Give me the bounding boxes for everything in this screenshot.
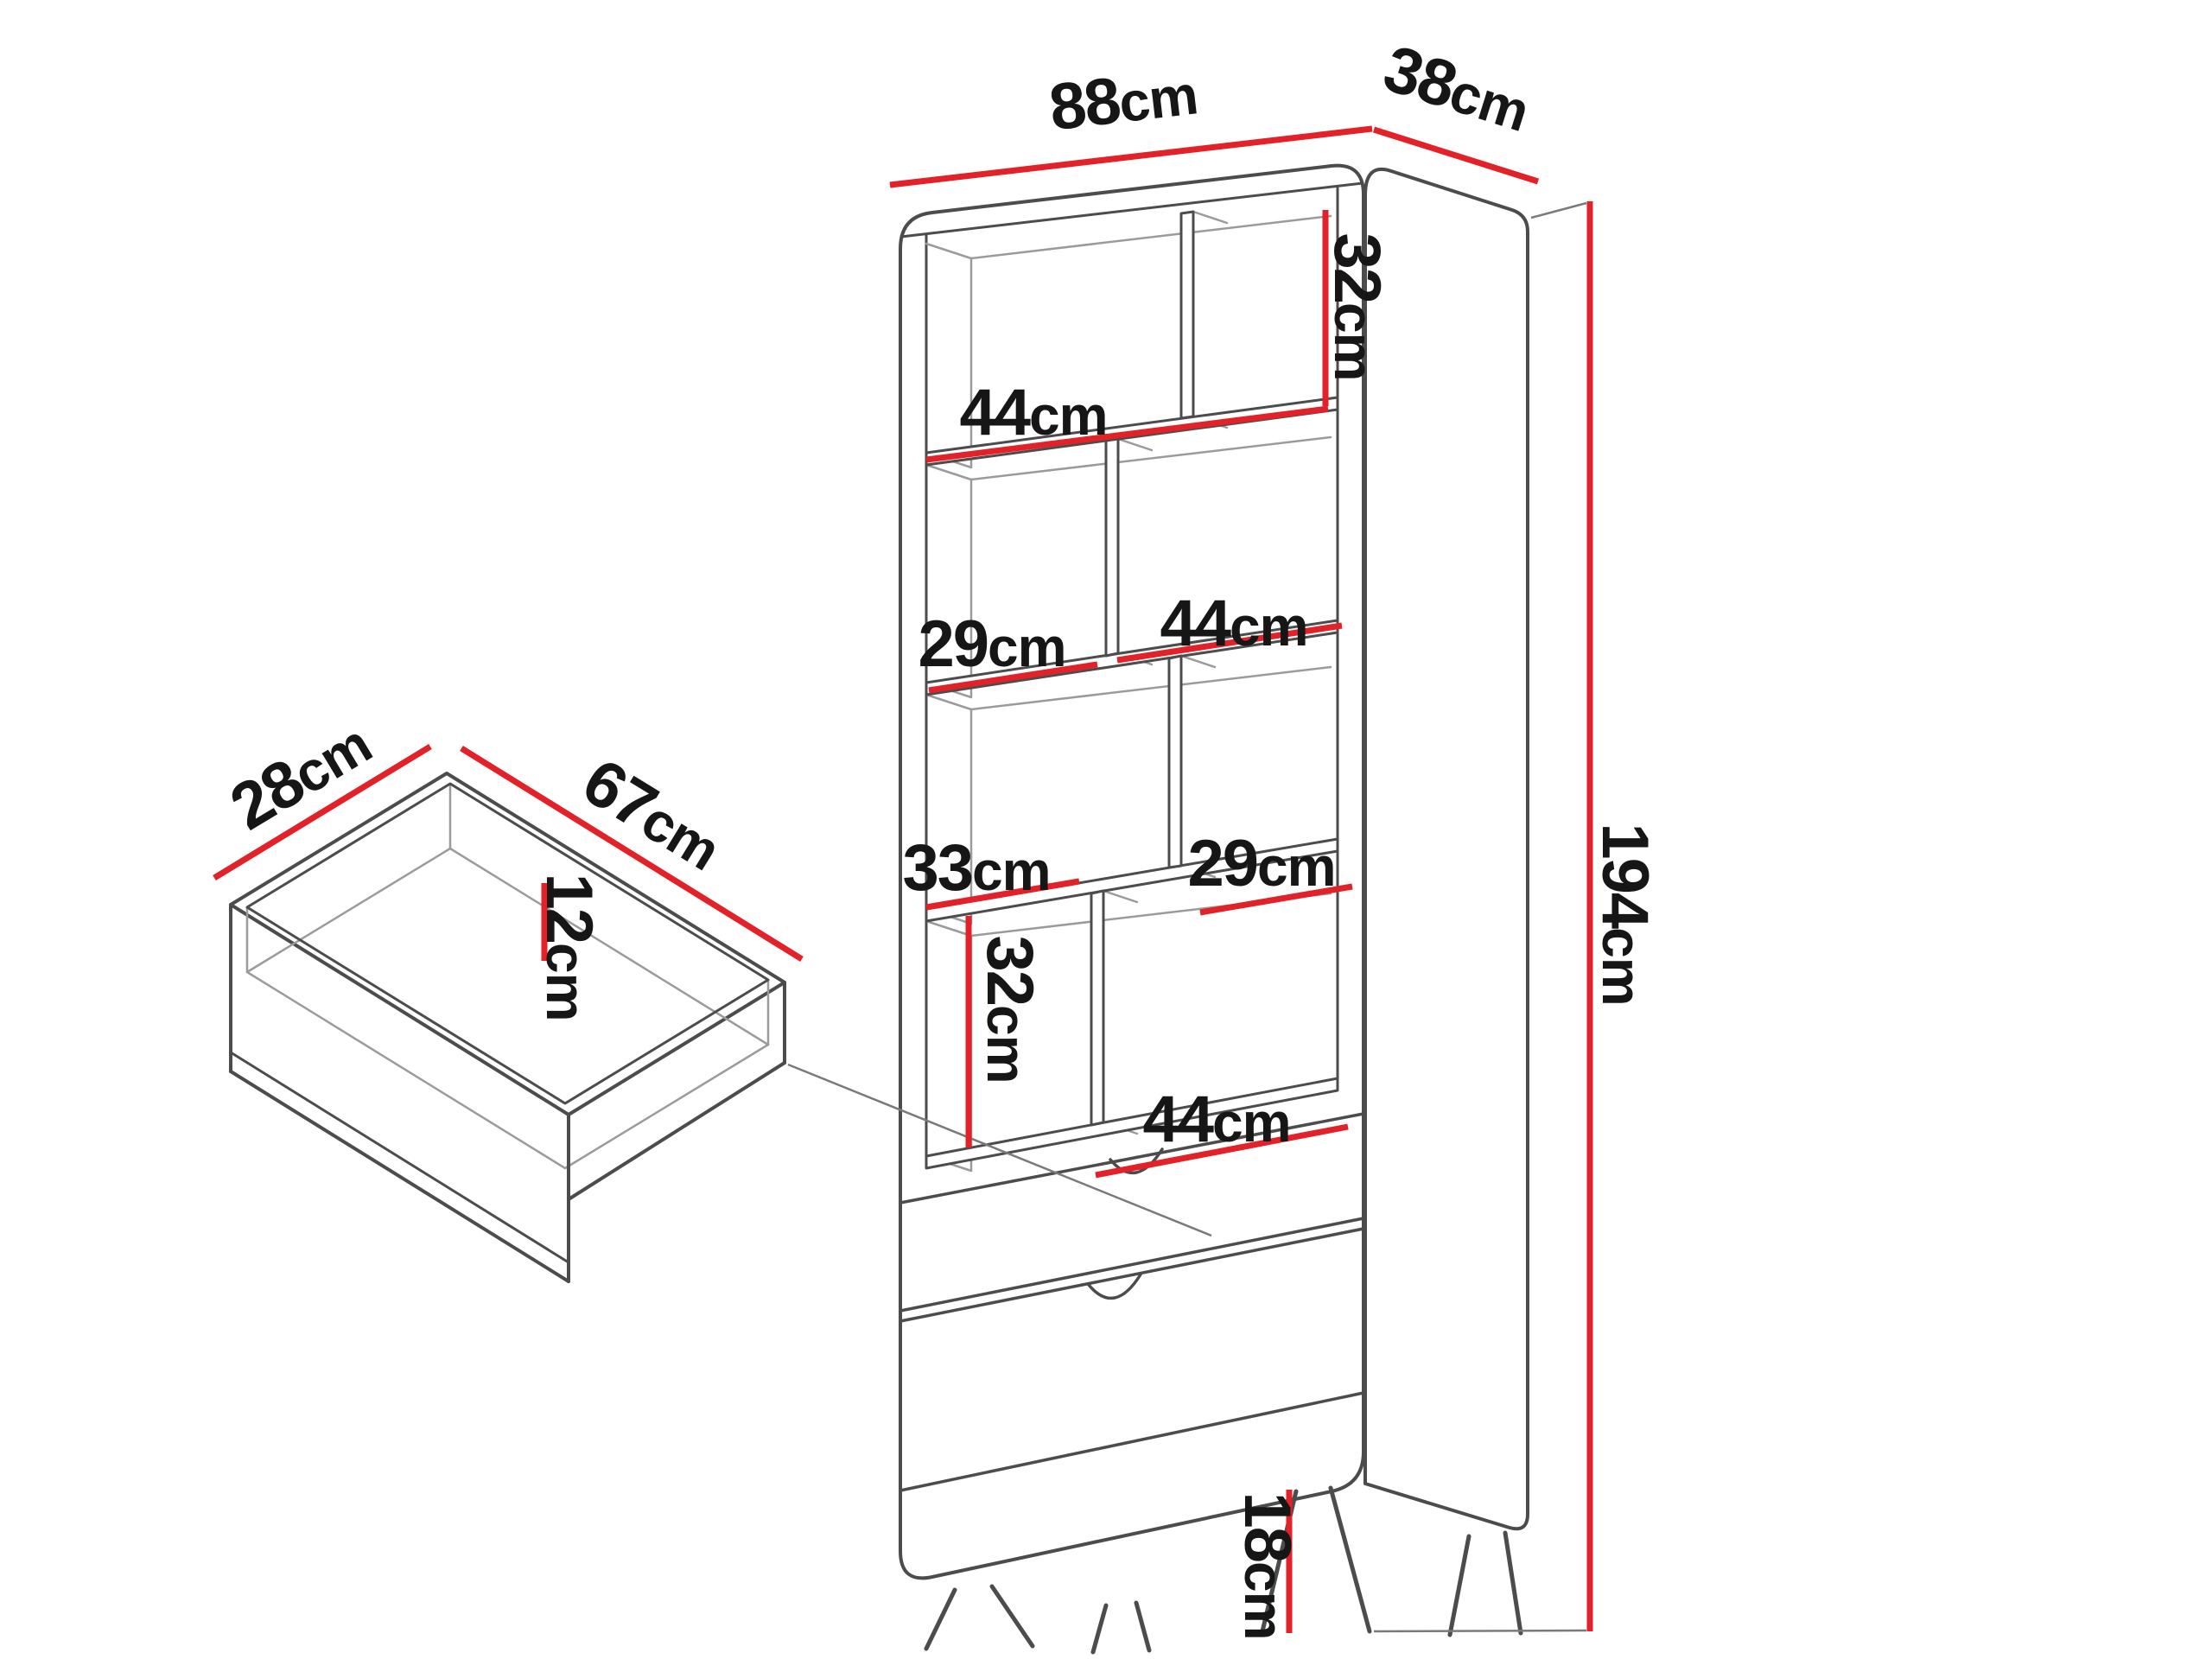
dim-row4-height-label: 32cm — [973, 935, 1046, 1084]
dim-row2-right-width-value: 44 — [1160, 587, 1231, 660]
dim-row3-right-width-label: 29cm — [1187, 831, 1336, 898]
dim-line-top-left-width — [925, 405, 1329, 463]
divider — [1090, 889, 1105, 1127]
leg-back-left — [1090, 1600, 1152, 1655]
leader-height-bottom — [1373, 1629, 1587, 1633]
drawer-handle-notch — [1087, 1273, 1142, 1300]
bookcase-drawing — [899, 163, 1529, 1655]
dim-row4-width-value: 44 — [1142, 1083, 1214, 1156]
bookcase-side-panel — [1363, 168, 1529, 1531]
leader-drawer-to-cabinet — [787, 1063, 1212, 1237]
dim-line-row4-width — [1095, 1123, 1349, 1179]
dim-line-row2-right-width — [1116, 622, 1343, 664]
drawer-front-panel-bottom — [229, 1070, 570, 1283]
leg-front-left — [924, 1584, 1035, 1651]
dim-line-drawer-width — [213, 744, 432, 880]
dim-row4-width-unit: cm — [1212, 1091, 1291, 1154]
shelf — [925, 837, 1339, 923]
dim-line-depth — [1372, 126, 1540, 185]
dim-leg-height-value: 18 — [1230, 1491, 1304, 1562]
drawer-seam — [899, 1391, 1365, 1492]
top-panel-edge — [899, 181, 1364, 238]
bookcase-front-panel — [899, 163, 1365, 1580]
dim-width-value: 88 — [1046, 63, 1123, 145]
dim-top-section-height-unit: cm — [1323, 302, 1385, 381]
dim-row2-left-width-value: 29 — [918, 607, 989, 681]
dim-row4-height-value: 32 — [973, 935, 1046, 1006]
drawer-interior — [245, 782, 770, 1170]
dim-leg-height-unit: cm — [1233, 1561, 1295, 1640]
drawer-front-panel-line — [229, 1051, 570, 1264]
dim-drawer-depth-value: 12 — [532, 873, 606, 944]
dim-height-value: 194 — [1588, 823, 1662, 928]
dim-top-left-width-unit: cm — [1029, 385, 1108, 447]
dim-row3-right-width-value: 29 — [1187, 827, 1259, 900]
drawer-drawing — [229, 772, 786, 1283]
dim-height-unit: cm — [1591, 927, 1653, 1006]
leader-lines — [787, 201, 1587, 1633]
dim-row3-left-width-value: 33 — [902, 831, 974, 905]
dim-drawer-depth-unit: cm — [535, 943, 597, 1021]
dim-top-left-width-value: 44 — [959, 376, 1031, 449]
dim-row2-left-width-unit: cm — [988, 616, 1066, 678]
dim-row3-left-width-unit: cm — [972, 840, 1051, 902]
drawer-inner-wall-edge — [245, 782, 770, 1046]
dim-drawer-depth-label: 12cm — [532, 873, 606, 1021]
leg-back-right — [1447, 1530, 1523, 1637]
dim-row4-width-label: 44cm — [1142, 1087, 1291, 1154]
dim-row3-right-width-unit: cm — [1257, 836, 1336, 898]
dim-line-row3-right-width — [1199, 883, 1353, 916]
drawer-seam — [899, 1217, 1365, 1313]
drawer-seam — [899, 1227, 1365, 1323]
dim-line-width — [889, 125, 1373, 188]
divider — [1104, 437, 1120, 658]
drawer-seam — [899, 1112, 1365, 1205]
drawer-side-wall-bottom — [567, 1061, 786, 1201]
dim-line-row3-left-width — [925, 878, 1080, 911]
dim-row2-left-width-label: 29cm — [918, 612, 1066, 678]
dim-width-unit: cm — [1116, 63, 1201, 135]
dim-line-row2-left-width — [928, 661, 1098, 694]
dim-top-left-width-label: 44cm — [959, 380, 1108, 447]
drawer-fronts — [899, 1112, 1365, 1492]
legs — [924, 1485, 1523, 1655]
dim-row2-right-width-label: 44cm — [1160, 591, 1308, 658]
dim-row3-left-width-label: 33cm — [902, 836, 1051, 902]
dim-top-section-height-value: 32 — [1320, 232, 1394, 303]
dim-leg-height-label: 18cm — [1230, 1491, 1304, 1640]
drawer-rim-inner — [245, 782, 770, 1105]
dim-top-section-height-label: 32cm — [1320, 232, 1394, 381]
drawer-handle-notch — [1109, 1147, 1164, 1175]
dim-height-label: 194cm — [1588, 823, 1662, 1006]
dimension-lines — [213, 125, 1593, 1633]
shelf — [925, 1077, 1339, 1170]
dim-row2-right-width-unit: cm — [1230, 595, 1308, 658]
divider — [1167, 654, 1183, 869]
dim-row4-height-unit: cm — [976, 1005, 1038, 1084]
divider — [1179, 210, 1195, 420]
leader-height-top — [1530, 201, 1587, 219]
dim-line-drawer-length — [460, 746, 804, 962]
